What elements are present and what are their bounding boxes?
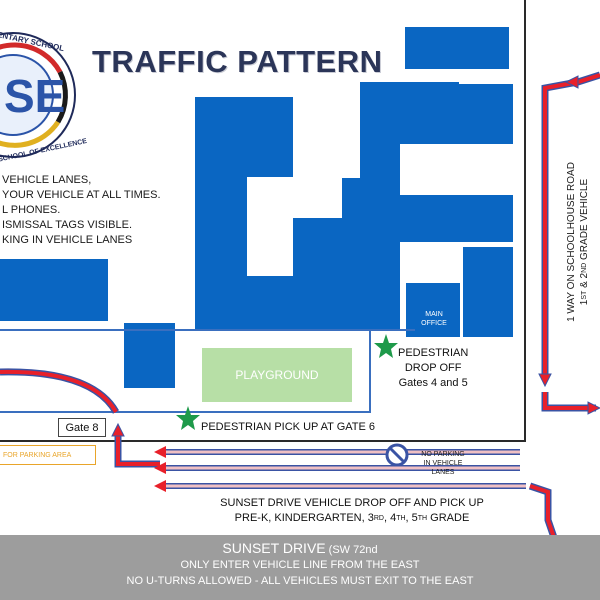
rule-item: VEHICLE LANES, bbox=[2, 174, 92, 186]
playground-area bbox=[202, 348, 352, 402]
rules-list: VEHICLE LANES, YOUR VEHICLE AT ALL TIMES… bbox=[2, 173, 161, 248]
buildings bbox=[0, 27, 513, 388]
dropoff-star-icon bbox=[374, 334, 398, 358]
pedestrian-dropoff-label: PEDESTRIAN DROP OFF Gates 4 and 5 bbox=[398, 347, 469, 389]
building-main-office bbox=[406, 283, 460, 337]
building-central-complex bbox=[195, 82, 459, 330]
sunset-drive-road bbox=[0, 535, 600, 600]
road-note-no-uturn: NO U-TURNS ALLOWED - ALL VEHICLES MUST E… bbox=[126, 575, 474, 587]
left-loop-route bbox=[0, 368, 160, 468]
sunset-dropoff-label: SUNSET DRIVE VEHICLE DROP OFF AND PICK U… bbox=[220, 497, 484, 524]
rule-item: YOUR VEHICLE AT ALL TIMES. bbox=[2, 189, 161, 201]
building-top-right bbox=[405, 27, 509, 69]
pickup-star-icon bbox=[176, 406, 200, 430]
building-right-low bbox=[463, 247, 513, 337]
pedestrian-pickup-label: PEDESTRIAN PICK UP AT GATE 6 bbox=[201, 421, 376, 433]
road-name: SUNSET DRIVE (SW 72nd bbox=[222, 540, 378, 556]
playground-label: PLAYGROUND bbox=[235, 368, 319, 382]
rule-item: L PHONES. bbox=[2, 204, 61, 216]
main-office-label: MAIN OFFICE bbox=[421, 311, 447, 327]
schoolhouse-road-label: 1 WAY ON SCHOOLHOUSE ROAD 1ST & 2ND GRAD… bbox=[566, 162, 590, 322]
logo-letters: SE bbox=[4, 70, 65, 122]
gate-8-label: Gate 8 bbox=[58, 418, 106, 437]
no-parking-label: NO PARKING IN VEHICLE LANES bbox=[421, 451, 465, 476]
no-parking-sign-icon bbox=[385, 443, 409, 467]
building-left bbox=[0, 259, 108, 321]
campus-boundary bbox=[0, 0, 526, 442]
sunset-vehicle-lanes bbox=[154, 446, 526, 492]
road-note-enter: ONLY ENTER VEHICLE LINE FROM THE EAST bbox=[180, 559, 420, 571]
building-right-mid bbox=[400, 195, 513, 242]
building-small-left bbox=[124, 323, 175, 388]
rule-item: ISMISSAL TAGS VISIBLE. bbox=[2, 219, 133, 231]
parking-area-label: FOR PARKING AREA bbox=[0, 445, 96, 465]
page-title: TRAFFIC PATTERN bbox=[92, 44, 383, 79]
school-logo bbox=[0, 32, 76, 158]
campus-walkways bbox=[0, 329, 415, 413]
rule-item: KING IN VEHICLE LANES bbox=[2, 234, 133, 246]
